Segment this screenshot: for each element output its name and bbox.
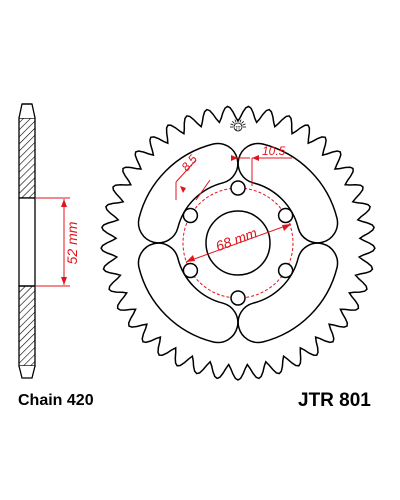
side-profile [18,103,36,379]
jt-sun-logo-icon: JT [230,119,246,132]
part-number: JTR 801 [298,390,371,411]
bolt-hole [182,262,199,279]
svg-text:JT: JT [235,126,241,132]
bolt-hole [182,207,199,224]
side-bottom-hatch [18,285,36,367]
chain-label: Chain 420 [18,392,94,409]
side-height-dimension: 52 mm [35,197,80,287]
side-top-hatch [18,117,36,199]
lightening-hole [237,142,339,244]
bolt-hole [230,290,246,306]
side-bottom-tooth [18,365,36,379]
bolt-hole [277,207,294,224]
bolt-hole-label: 10.5 [262,144,286,158]
side-top-tooth [18,103,36,119]
lightening-holes [137,142,339,344]
bolt-holes [182,180,294,306]
lightening-hole [237,242,339,344]
side-hub [18,197,36,287]
side-height-label: 52 mm [64,221,80,264]
bolt-hole-dimension: 10.5 [231,144,292,186]
bolt-hole [230,180,246,196]
lightening-hole [137,242,239,344]
bolt-hole [277,262,294,279]
